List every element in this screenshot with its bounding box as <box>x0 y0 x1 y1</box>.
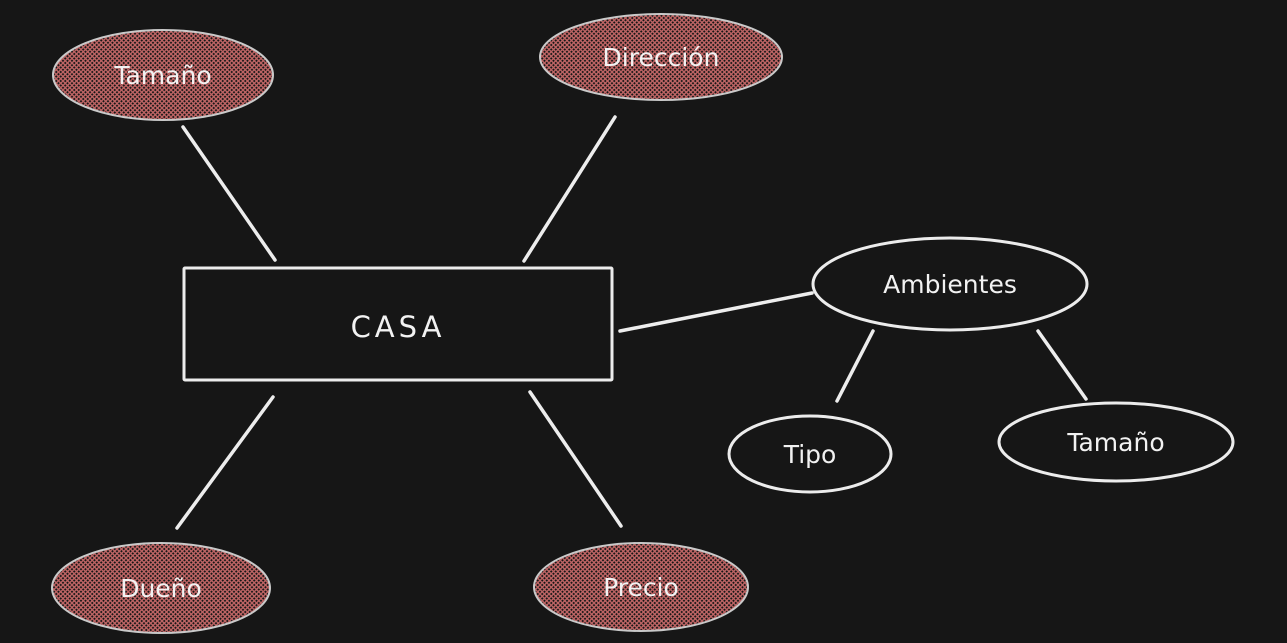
attribute-precio[interactable]: Precio <box>533 542 749 632</box>
attribute-direccion[interactable]: Dirección <box>539 13 783 101</box>
attribute-direccion-ellipse[interactable] <box>539 13 783 101</box>
attribute-tamano-right-ellipse[interactable] <box>997 401 1235 483</box>
entity-casa-rect[interactable] <box>182 266 614 382</box>
attribute-dueno-ellipse[interactable] <box>51 542 271 634</box>
connector-ambientes-tamano-right[interactable] <box>1036 329 1088 401</box>
attribute-dueno[interactable]: Dueño <box>51 542 271 634</box>
attribute-tipo[interactable]: Tipo <box>727 414 893 494</box>
attribute-tipo-ellipse[interactable] <box>727 414 893 494</box>
attribute-tamano-top[interactable]: Tamaño <box>52 29 274 121</box>
connector-casa-tamano-top[interactable] <box>181 125 277 262</box>
attribute-tamano-right[interactable]: Tamaño <box>997 401 1235 483</box>
attribute-precio-label: Precio <box>603 573 679 602</box>
attribute-tamano-top-label: Tamaño <box>113 61 211 90</box>
connector-casa-direccion[interactable] <box>522 115 617 263</box>
attribute-tamano-top-ellipse[interactable] <box>52 29 274 121</box>
attribute-direccion-label: Dirección <box>603 43 720 72</box>
connector-ambientes-tipo[interactable] <box>835 329 875 403</box>
connector-casa-precio[interactable] <box>528 390 623 528</box>
connector-casa-ambientes[interactable] <box>618 291 814 333</box>
attribute-tamano-right-label: Tamaño <box>1066 428 1164 457</box>
attribute-ambientes-label: Ambientes <box>883 270 1017 299</box>
attribute-ambientes[interactable]: Ambientes <box>811 236 1089 332</box>
entity-casa-label: CASA <box>351 310 446 344</box>
attribute-ambientes-ellipse[interactable] <box>811 236 1089 332</box>
connector-casa-dueno[interactable] <box>175 395 275 530</box>
entity-casa[interactable]: CASA <box>182 266 614 382</box>
attribute-precio-ellipse[interactable] <box>533 542 749 632</box>
attribute-dueno-label: Dueño <box>120 574 202 603</box>
attribute-tipo-label: Tipo <box>783 440 837 469</box>
